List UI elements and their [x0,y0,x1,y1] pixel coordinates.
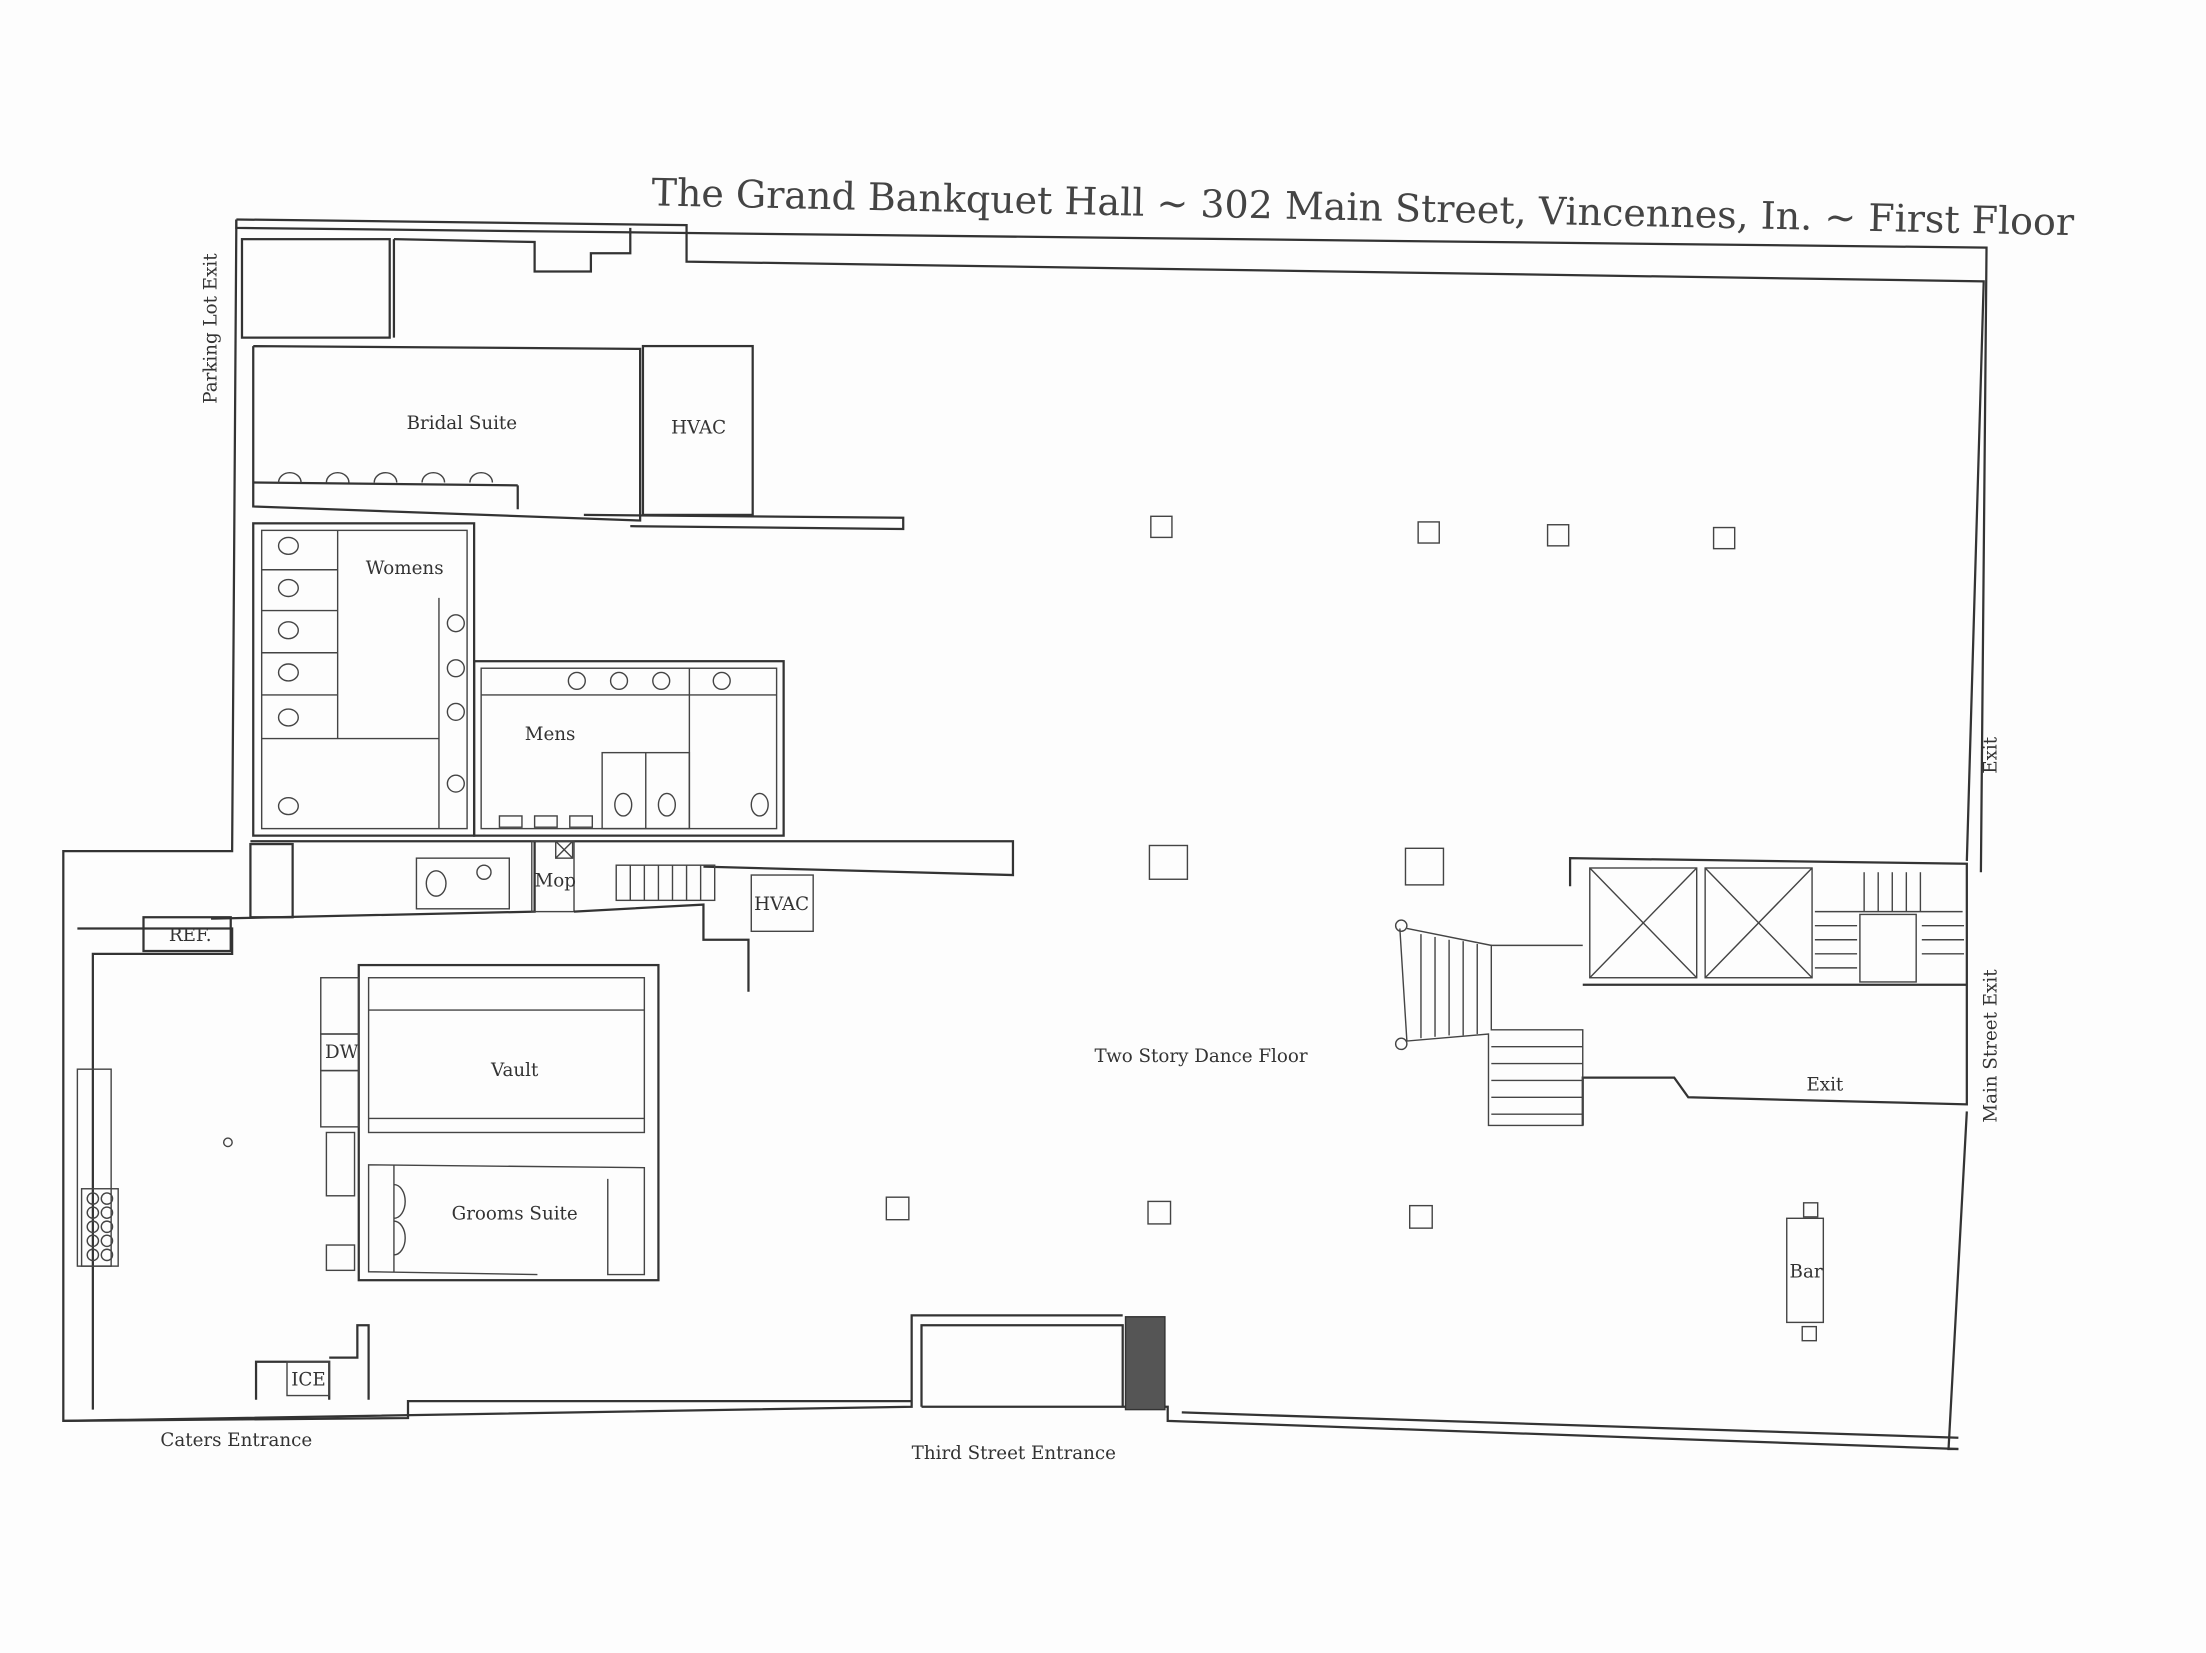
label-mens: Mens [525,724,576,745]
label-vault: Vault [490,1060,539,1081]
upper-left-rooms [240,227,905,531]
stair-elevator-block [1394,857,1968,1127]
label-mop: Mop [535,870,576,891]
label-hvac-top: HVAC [671,417,726,438]
label-third-street-entrance: Third Street Entrance [912,1443,1116,1464]
label-parking-lot-exit: Parking Lot Exit [201,253,222,404]
label-bridal-suite: Bridal Suite [407,413,518,434]
room-labels: Bridal Suite HVAC Womens Mens Mop HVAC R… [160,253,2001,1464]
label-main-street-exit: Main Street Exit [1980,969,2001,1123]
label-dw: DW [325,1042,359,1063]
bar [1786,1202,1825,1342]
label-caters-entrance: Caters Entrance [160,1430,312,1451]
label-exit-inner: Exit [1806,1074,1843,1095]
columns [885,515,1736,1229]
plan-title: The Grand Bankquet Hall ~ 302 Main Stree… [651,170,2075,244]
label-grooms-suite: Grooms Suite [452,1204,578,1225]
mens-restroom [472,660,785,837]
label-exit-right: Exit [1980,736,2001,773]
label-womens: Womens [366,558,444,579]
third-street-vestibule [920,1316,1166,1411]
label-bar: Bar [1790,1261,1823,1282]
womens-restroom [252,522,476,837]
outer-walls [62,218,1988,1451]
label-ice: ICE [291,1370,326,1391]
label-ref: REF. [169,925,212,946]
label-dance-floor: Two Story Dance Floor [1095,1046,1308,1067]
service-corridor [142,840,1015,992]
vault-grooms-block [76,963,660,1400]
label-hvac-mid: HVAC [754,894,809,915]
